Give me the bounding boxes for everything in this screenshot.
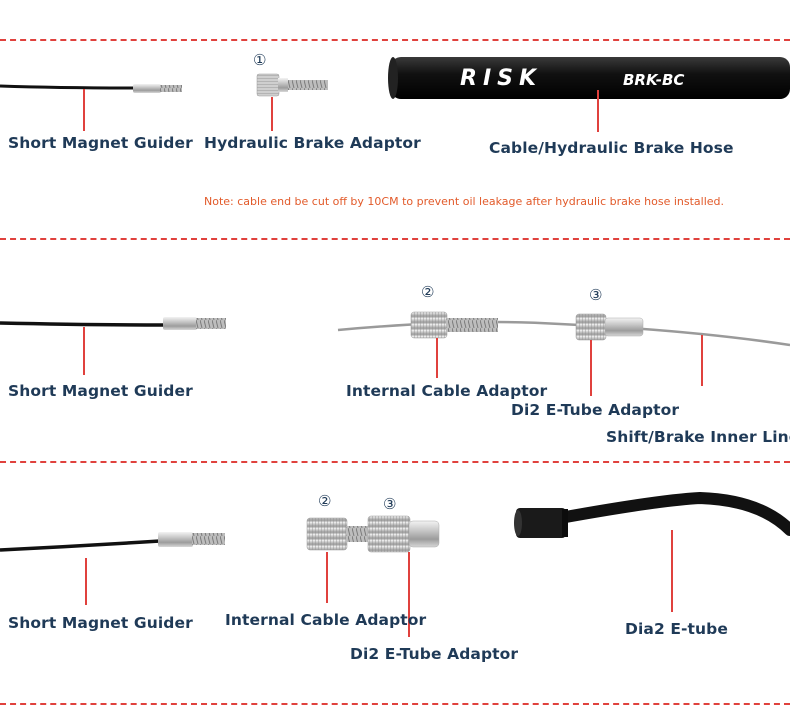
number-2-marker-3: ② <box>318 492 332 510</box>
note-text: Note: cable end be cut off by 10CM to pr… <box>204 195 725 208</box>
number-1-marker: ① <box>253 51 267 69</box>
etube-adaptor-3 <box>367 515 440 553</box>
label-short-magnet-guider-1: Short Magnet Guider <box>8 134 193 152</box>
guider-2 <box>0 317 226 330</box>
guider-1 <box>0 84 182 93</box>
label-di2-etube-adaptor-2: Di2 E-Tube Adaptor <box>511 401 680 419</box>
label-cable-hydraulic-brake-hose: Cable/Hydraulic Brake Hose <box>489 139 734 157</box>
brake-hose <box>388 57 790 99</box>
label-internal-cable-adaptor-3: Internal Cable Adaptor <box>225 611 427 629</box>
label-hydraulic-brake-adaptor: Hydraulic Brake Adaptor <box>204 134 421 152</box>
leaders-section-3 <box>85 530 673 637</box>
number-3-marker: ③ <box>589 286 603 304</box>
number-2-marker: ② <box>421 283 435 301</box>
label-internal-cable-adaptor-2: Internal Cable Adaptor <box>346 382 548 400</box>
label-short-magnet-guider-2: Short Magnet Guider <box>8 382 193 400</box>
guider-3 <box>0 532 225 552</box>
inner-line <box>337 320 790 347</box>
label-dia2-etube: Dia2 E-tube <box>625 620 728 638</box>
divider-2 <box>0 461 790 463</box>
label-di2-etube-adaptor-3: Di2 E-Tube Adaptor <box>350 645 519 663</box>
hose-model-print: BRK-BC <box>623 71 684 89</box>
label-short-magnet-guider-3: Short Magnet Guider <box>8 614 193 632</box>
divider-bottom <box>0 703 790 705</box>
dia2-etube <box>514 491 790 538</box>
internal-adaptor-2 <box>410 311 498 339</box>
divider-top <box>0 39 790 41</box>
label-shift-brake-inner-line: Shift/Brake Inner Line <box>606 428 790 446</box>
internal-adaptor-3 <box>306 517 372 551</box>
leaders-section-1 <box>83 89 599 132</box>
hose-brand-print: RISK <box>460 66 542 91</box>
hydraulic-adaptor <box>256 73 328 97</box>
etube-adaptor-2 <box>575 313 644 341</box>
divider-1 <box>0 238 790 240</box>
leaders-section-2 <box>83 327 703 396</box>
number-3-marker-3: ③ <box>383 495 397 513</box>
